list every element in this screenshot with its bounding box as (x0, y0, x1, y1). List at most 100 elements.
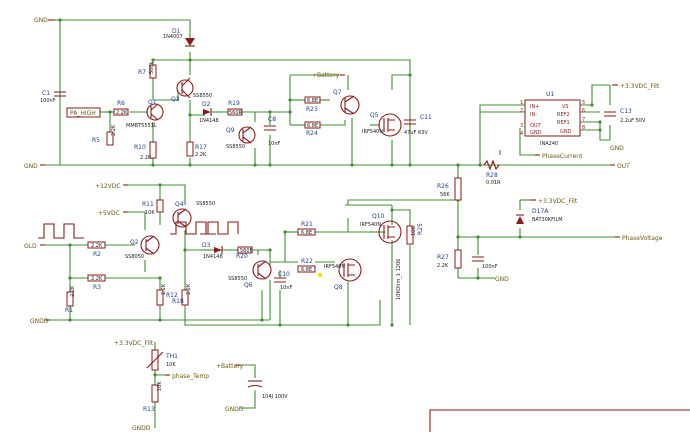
th1-value: 10K (166, 362, 176, 368)
q3-ref: Q3 (171, 96, 180, 103)
net-3v3-a: +3.3VDC_Filt (620, 83, 660, 90)
net-pa-high: PA_HIGH (70, 110, 96, 117)
q5-ref: Q5 (370, 112, 379, 119)
net-gnd-temp: GNDD (132, 425, 151, 432)
r2-ref: R2 (93, 251, 101, 258)
r18-ref: R18 (172, 298, 184, 305)
c10-value: 10nF (280, 285, 293, 291)
r13-value: 10K (157, 381, 163, 391)
net-3v3-b: +3.3VDC_Filt (538, 198, 578, 205)
r1-ref: R1 (65, 307, 73, 314)
d17a-ref: D17A (532, 208, 549, 215)
capacitor-divider: 100nF (472, 256, 498, 270)
net-gnd-top: GND (34, 17, 48, 24)
c11-ref: C11 (420, 114, 432, 121)
capacitor-c13: C13 2.2uF 50V (604, 108, 646, 124)
u1-pin-num-7: 7 (582, 117, 585, 123)
r24-value: 6.8E (307, 123, 318, 129)
u1-pin-gnd-right: GND (560, 129, 572, 135)
mosfet-q8: IRF540N Q8 (324, 258, 362, 291)
c13-ref: C13 (620, 108, 632, 115)
net-battery-2: +Battery (216, 363, 244, 370)
resistor-r11: R11 10K (142, 199, 164, 216)
r20-ref: R20 (236, 253, 248, 260)
net-gnd-u1: GND (610, 145, 624, 152)
q4-value: SS8550 (196, 201, 215, 207)
junctions (58, 18, 602, 377)
r6-value: 2.2K (116, 110, 128, 116)
q1-ref: Q1 (148, 99, 157, 106)
transistor-q1: Q1 MMBT5551L (126, 99, 164, 129)
r28-ref: R28 (486, 172, 498, 179)
r6-ref: R6 (117, 100, 125, 107)
r7-value: 500k (149, 61, 155, 74)
u1-value: INA240 (540, 141, 558, 147)
r13-ref: R13 (143, 406, 155, 413)
ic-u1: U1 INA240 IN+ IN- OUT GND VS REF2 REF1 G… (520, 91, 585, 147)
title-block-border (429, 409, 690, 432)
resistor-r25: R25 10K (406, 223, 424, 245)
c-divider-value: 100nF (482, 264, 498, 270)
resistor-r24: 6.8E R24 (304, 121, 321, 137)
net-battery-1: +Battery (312, 72, 340, 79)
r25-ref: R25 (417, 223, 424, 235)
q7-ref: Q7 (333, 89, 342, 96)
r21-ref: R21 (301, 221, 313, 228)
resistor-r6: R6 2.2K (113, 100, 129, 116)
q10-ref: Q10 (372, 213, 385, 220)
th1-ref: TH1 (165, 353, 178, 360)
transistor-q4: Q4 SS8550 (172, 201, 215, 228)
u1-pin-in-minus: IN- (530, 112, 537, 118)
q3-value: SS8550 (193, 93, 212, 99)
resistor-r22: R22 6.8E (297, 258, 316, 273)
resistor-r13: R13 10K (143, 381, 163, 413)
transistor-q9: Q9 SS8550 (226, 126, 256, 150)
c8-value: 10nF (268, 141, 281, 147)
net-3v3-c: +3.3VDC_Filt (114, 340, 154, 347)
d1-value: 1N4007 (163, 34, 183, 40)
resistor-r21: R21 6.8E (297, 221, 316, 236)
capacitor-bulk: 104J 100V (247, 380, 288, 400)
net-gld: GLD (24, 243, 37, 250)
resistor-r12: R12 2.2K (156, 283, 178, 306)
u1-pin-out: OUT (530, 123, 542, 129)
r22-value: 6.8E (301, 267, 312, 273)
d3-value: 1N4148 (203, 254, 223, 260)
c13-value: 2.2uF 50V (620, 118, 646, 124)
r18-value: 2.2K (186, 283, 192, 295)
diode-d3: D3 1N4148 (202, 242, 223, 260)
resistor-r5: R5 2.2K (92, 124, 117, 146)
resistor-r1: R1 2.2K (65, 285, 76, 314)
r26-ref: R26 (437, 183, 449, 190)
r10-value: 2.2K (140, 155, 152, 161)
q9-value: SS8550 (226, 144, 245, 150)
q8-ref: Q8 (334, 284, 343, 291)
net-labels: GND GND GNDD PA_HIGH +12VDC +5VDC GLD +B… (24, 17, 663, 432)
c8-ref: C8 (268, 116, 276, 123)
r22-ref: R22 (301, 258, 313, 265)
transistor-q6: SS8550 Q6 (228, 260, 272, 289)
d1-ref: D1 (172, 28, 181, 35)
c10-ref: C10 (278, 271, 290, 278)
u1-ref: U1 (546, 91, 554, 98)
c11-value: 47uF 63V (404, 130, 428, 136)
q2-value: SS8050 (125, 254, 144, 260)
diode-d1: D1 1N4007 (163, 28, 195, 47)
r24-ref: R24 (306, 130, 318, 137)
diode-d2: D2 1N4148 (199, 101, 219, 124)
q2-ref: Q2 (130, 239, 139, 246)
mosfet-q10: Q10 IRF540N (360, 213, 402, 244)
r20-value: 560E (240, 248, 253, 254)
r12-value: 2.2K (161, 283, 167, 295)
r1-value: 2.2K (70, 285, 76, 297)
capacitor-c8: C8 10nF (264, 116, 281, 147)
r27-ref: R27 (437, 254, 449, 261)
resistor-r19: R19 560R (227, 100, 243, 116)
net-phase-temp: phase_Temp (172, 373, 209, 380)
r19-value: 560R (229, 110, 243, 116)
q10-value: IRF540N (360, 222, 381, 228)
r12-ref: R12 (166, 292, 178, 299)
d3-ref: D3 (202, 242, 211, 249)
net-out: OUT (617, 163, 630, 170)
resistor-r18: R18 2.2K (172, 283, 192, 306)
